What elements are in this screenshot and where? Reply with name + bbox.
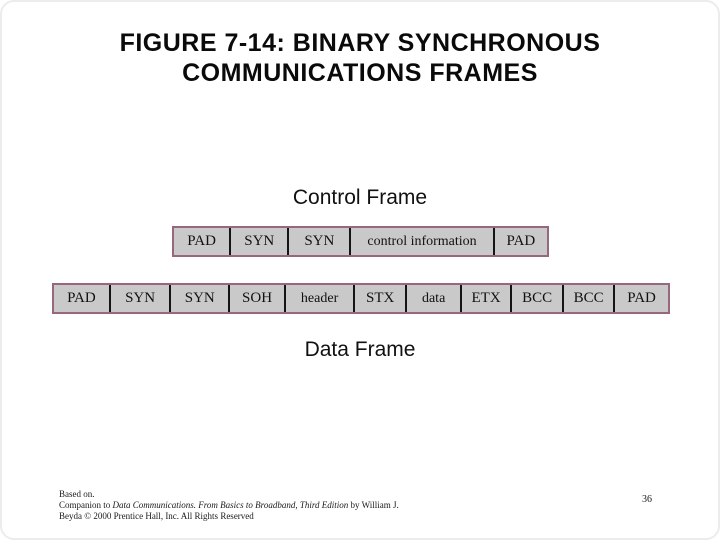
frame-cell: SYN — [111, 285, 172, 312]
frame-cell: BCC — [564, 285, 616, 312]
attribution: Based on. Companion to Data Communicatio… — [59, 489, 399, 522]
frame-cell: PAD — [627, 290, 656, 306]
frame-cell: data — [407, 285, 463, 312]
frame-cell: PAD — [54, 285, 111, 312]
frame-cell: SOH — [230, 285, 286, 312]
frame-cell: SYN — [231, 228, 290, 255]
page-number: 36 — [642, 494, 652, 505]
title-line-1: FIGURE 7-14: BINARY SYNCHRONOUS — [119, 29, 601, 57]
attribution-line-2-suffix: by William J. — [348, 500, 399, 510]
frame-cell: SYN — [171, 285, 231, 312]
frame-cell: SYN — [289, 228, 352, 255]
title-line-2: COMMUNICATIONS FRAMES — [182, 59, 538, 87]
attribution-line-2: Companion to Data Communications. From B… — [59, 500, 399, 511]
frame-cell: BCC — [512, 285, 565, 312]
attribution-line-2-prefix: Companion to — [59, 500, 113, 510]
frame-cell: control information — [351, 228, 495, 255]
attribution-book-title: Data Communications. From Basics to Broa… — [112, 500, 349, 510]
frame-cell: STX — [355, 285, 408, 312]
page-title: FIGURE 7-14: BINARY SYNCHRONOUS COMMUNIC… — [2, 28, 718, 88]
frame-cell: header — [286, 285, 356, 312]
frame-cell: PAD — [174, 228, 232, 255]
attribution-line-1: Based on. — [59, 489, 95, 499]
frame-cell: PAD — [506, 233, 536, 249]
control-frame-label: Control Frame — [292, 186, 428, 209]
attribution-line-3: Beyda © 2000 Prentice Hall, Inc. All Rig… — [59, 511, 254, 521]
data-frame-label: Data Frame — [304, 338, 416, 361]
frame-cell: ETX — [462, 285, 513, 312]
